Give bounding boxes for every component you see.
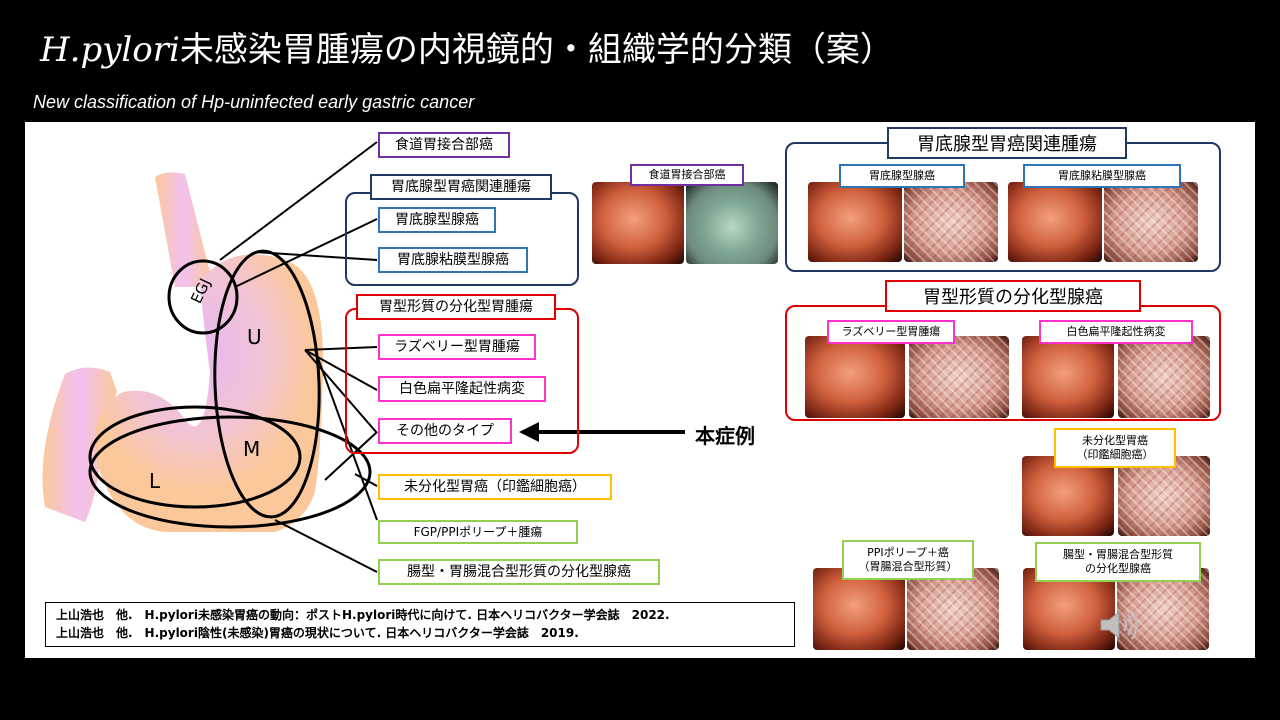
label-egj-cancer: 食道胃接合部癌 — [378, 132, 510, 158]
caption-white-flat-text: 白色扁平隆起性病変 — [1066, 325, 1166, 339]
photo-gastric-1 — [805, 336, 905, 418]
caption-undiff-line1: 未分化型胃癌 — [1082, 434, 1148, 448]
reference-2: 上山浩也 他. H.pylori陰性(未感染)胃癌の現状について. 日本ヘリコバ… — [56, 626, 579, 640]
ml-region-ellipse — [88, 405, 302, 509]
stomach-diagram — [42, 141, 685, 573]
caption-ppi-line2: （胃腸混合型形質） — [858, 560, 958, 573]
caption-intestinal-line1: 腸型・胃腸混合型形質 — [1063, 548, 1173, 562]
label-gastric-group: 胃型形質の分化型胃腫瘍 — [356, 294, 556, 320]
caption-undiff: 未分化型胃癌 （印鑑細胞癌） — [1054, 428, 1176, 468]
caption-fundic-mucosa-text: 胃底腺粘膜型腺癌 — [1058, 169, 1146, 183]
caption-ppi-line1: PPIポリープ＋癌 — [867, 546, 949, 560]
label-white-flat: 白色扁平隆起性病変 — [378, 376, 546, 402]
title-latin: H.pylori — [40, 30, 180, 70]
photo-gastric-2 — [909, 336, 1009, 418]
photo-ppi-2 — [907, 568, 999, 650]
l-region-ellipse — [88, 415, 372, 529]
caption-raspberry: ラズベリー型胃腫瘍 — [827, 320, 955, 344]
label-other-types: その他のタイプ — [378, 418, 512, 444]
photo-undiff-1 — [1022, 456, 1114, 536]
label-undiff: 未分化型胃癌（印鑑細胞癌） — [378, 474, 612, 500]
this-case-label: 本症例 — [695, 424, 755, 448]
reference-1: 上山浩也 他. H.pylori未感染胃癌の動向：ポストH.pylori時代に向… — [56, 608, 670, 622]
photo-fundic-3 — [1008, 182, 1102, 262]
u-region-ellipse — [213, 249, 321, 519]
u-label: U — [247, 325, 262, 349]
photo-undiff-2 — [1118, 456, 1210, 536]
caption-ppi: PPIポリープ＋癌 （胃腸混合型形質） — [842, 540, 974, 580]
egj-circle — [167, 259, 239, 335]
caption-fundic-type: 胃底腺型腺癌 — [839, 164, 965, 188]
head-fundic: 胃底腺型胃癌関連腫瘍 — [887, 127, 1127, 159]
caption-raspberry-text: ラズベリー型胃腫瘍 — [841, 325, 941, 339]
slide-title: H.pylori未感染胃腫瘍の内視鏡的・組織学的分類（案） — [40, 22, 894, 71]
slide-subtitle: New classification of Hp-uninfected earl… — [33, 92, 475, 112]
label-fundic-group: 胃底腺型胃癌関連腫瘍 — [370, 174, 552, 200]
label-raspberry: ラズベリー型胃腫瘍 — [378, 334, 536, 360]
arrow-left-head-icon — [519, 422, 539, 442]
caption-undiff-line2: （印鑑細胞癌） — [1076, 448, 1154, 461]
speaker-icon[interactable] — [1097, 608, 1141, 642]
esophagus-shape — [155, 172, 212, 287]
caption-egj: 食道胃接合部癌 — [630, 164, 744, 186]
caption-egj-text: 食道胃接合部癌 — [648, 168, 726, 182]
stomach-body-shape — [94, 254, 324, 532]
content-panel: EGJ U M L 食道胃接合部癌 胃底腺型胃癌関連腫瘍 胃底腺型腺癌 胃底腺粘… — [25, 122, 1255, 658]
label-intestinal: 腸型・胃腸混合型形質の分化型腺癌 — [378, 559, 660, 585]
caption-fundic-type-text: 胃底腺型腺癌 — [869, 169, 935, 183]
photo-egj-2 — [686, 182, 778, 264]
label-fundic-type: 胃底腺型腺癌 — [378, 207, 496, 233]
title-rest: 未感染胃腫瘍の内視鏡的・組織学的分類（案） — [179, 30, 894, 70]
photo-egj-1 — [592, 182, 684, 264]
label-fundic-mucosa: 胃底腺粘膜型腺癌 — [378, 247, 528, 273]
photo-gastric-4 — [1118, 336, 1210, 418]
caption-white-flat: 白色扁平隆起性病変 — [1039, 320, 1193, 344]
label-fgp: FGP/PPIポリープ＋腫瘍 — [378, 520, 578, 544]
head-gastric: 胃型形質の分化型腺癌 — [885, 280, 1141, 312]
connector-lines — [219, 141, 378, 573]
caption-intestinal: 腸型・胃腸混合型形質 の分化型腺癌 — [1035, 542, 1201, 582]
photo-ppi-1 — [813, 568, 905, 650]
duodenum-shape — [42, 367, 117, 522]
photo-gastric-3 — [1022, 336, 1114, 418]
photo-fundic-1 — [808, 182, 902, 262]
caption-fundic-mucosa: 胃底腺粘膜型腺癌 — [1023, 164, 1181, 188]
photo-fundic-4 — [1104, 182, 1198, 262]
photo-fundic-2 — [904, 182, 998, 262]
m-label: M — [243, 437, 261, 461]
l-label: L — [149, 469, 161, 493]
references-box: 上山浩也 他. H.pylori未感染胃癌の動向：ポストH.pylori時代に向… — [45, 602, 795, 647]
caption-intestinal-line2: の分化型腺癌 — [1085, 562, 1151, 575]
